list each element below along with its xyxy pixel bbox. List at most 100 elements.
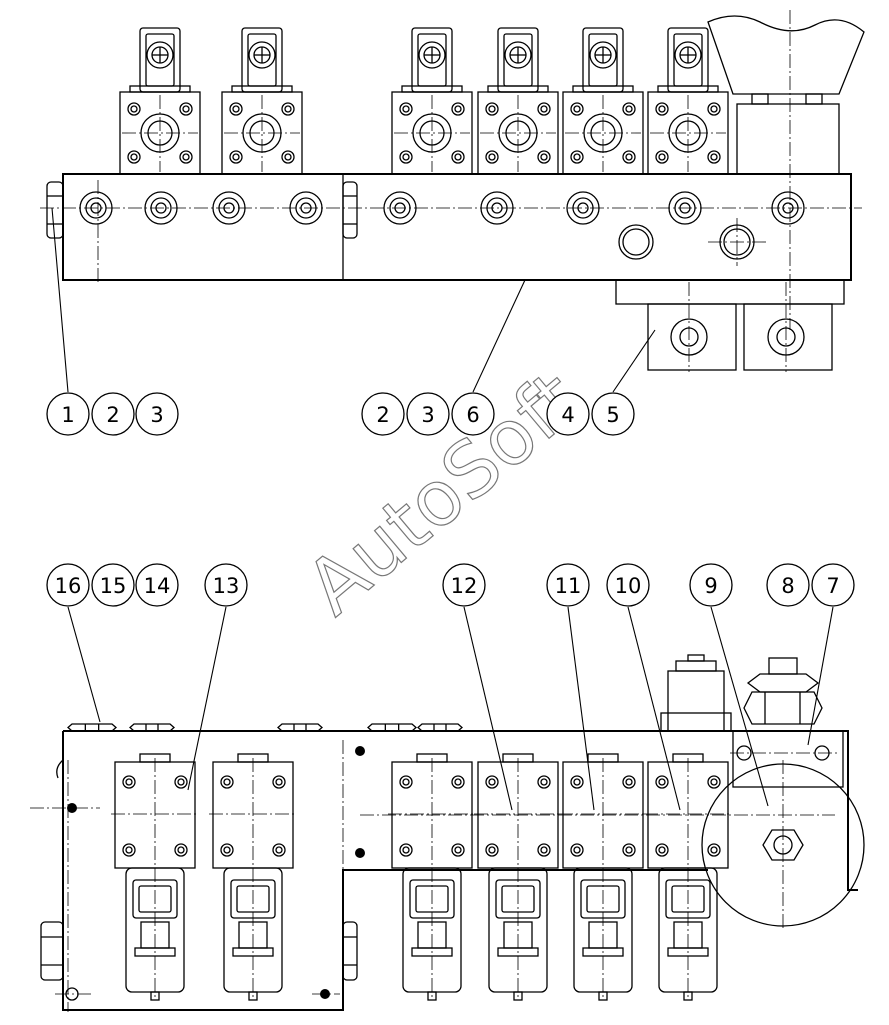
callout-label: 6 bbox=[466, 403, 479, 427]
bottom-valve-4 bbox=[474, 753, 562, 1001]
top-wavy-cover bbox=[707, 15, 865, 95]
bottom-nut-2 bbox=[129, 723, 175, 732]
callout-9: 16 bbox=[46, 563, 90, 607]
bottom-nut-group bbox=[56, 723, 463, 779]
callout-13: 12 bbox=[442, 563, 486, 607]
top-valve-3 bbox=[391, 27, 473, 175]
bottom-dowel-b bbox=[355, 746, 365, 756]
callout-bubble bbox=[361, 392, 405, 436]
callout-bubble bbox=[811, 563, 855, 607]
hex-fitting-cap bbox=[768, 657, 798, 675]
callout-4: 2 bbox=[361, 392, 405, 436]
bottom-mid-plug bbox=[342, 921, 358, 981]
callout-label: 3 bbox=[150, 403, 163, 427]
callout-leader-1 bbox=[51, 207, 69, 393]
top-left-plug bbox=[46, 181, 64, 239]
bottom-dowel-c bbox=[355, 848, 365, 858]
callout-bubble bbox=[406, 392, 450, 436]
callout-14: 11 bbox=[546, 563, 590, 607]
top-valve-4 bbox=[477, 27, 559, 175]
top-port-6 bbox=[480, 191, 514, 225]
bottom-nut-5 bbox=[417, 723, 463, 732]
top-manifold-body bbox=[62, 173, 852, 281]
top-valve-5 bbox=[562, 27, 644, 175]
callout-label: 14 bbox=[144, 574, 171, 598]
callout-leader-2 bbox=[472, 279, 526, 393]
callout-18: 7 bbox=[811, 563, 855, 607]
callout-15: 10 bbox=[606, 563, 650, 607]
bottom-valve-2 bbox=[209, 753, 297, 1001]
bottom-valve-3 bbox=[388, 753, 476, 1001]
bottom-nut-1 bbox=[67, 723, 117, 732]
callout-bubble bbox=[204, 563, 248, 607]
top-mid-plug bbox=[342, 181, 358, 239]
callout-label: 2 bbox=[376, 403, 389, 427]
callout-bubble bbox=[46, 563, 90, 607]
callout-label: 13 bbox=[213, 574, 240, 598]
callout-leader-7 bbox=[567, 606, 595, 811]
top-port-5 bbox=[383, 191, 417, 225]
bottom-valve-group bbox=[111, 753, 732, 1001]
callout-bubble bbox=[451, 392, 495, 436]
top-valve-2 bbox=[221, 27, 303, 175]
callout-bubble bbox=[689, 563, 733, 607]
callout-leader-5 bbox=[187, 606, 227, 791]
callout-12: 13 bbox=[204, 563, 248, 607]
top-view bbox=[40, 10, 865, 372]
callout-bubble bbox=[442, 563, 486, 607]
callout-7: 4 bbox=[546, 392, 590, 436]
callout-leader-3 bbox=[612, 329, 656, 393]
callout-10: 15 bbox=[91, 563, 135, 607]
callout-label: 9 bbox=[704, 574, 717, 598]
callout-leader-6 bbox=[463, 606, 513, 811]
callout-bubble bbox=[546, 563, 590, 607]
top-port-3 bbox=[212, 191, 246, 225]
callout-bubble bbox=[546, 392, 590, 436]
callout-label: 15 bbox=[100, 574, 127, 598]
bottom-valve-5 bbox=[559, 753, 647, 1001]
callout-leader-9 bbox=[710, 606, 769, 807]
pressure-switch-body bbox=[667, 670, 725, 732]
top-port-9 bbox=[771, 191, 805, 225]
callout-bubble bbox=[46, 392, 90, 436]
callout-label: 4 bbox=[561, 403, 574, 427]
callout-bubble bbox=[766, 563, 810, 607]
callout-label: 1 bbox=[61, 403, 74, 427]
top-mount-plate bbox=[615, 279, 845, 305]
callout-label: 2 bbox=[106, 403, 119, 427]
callout-label: 5 bbox=[606, 403, 619, 427]
top-port-8 bbox=[668, 191, 702, 225]
bottom-view bbox=[30, 654, 865, 1012]
callout-label: 8 bbox=[781, 574, 794, 598]
callout-3: 3 bbox=[135, 392, 179, 436]
callout-17: 8 bbox=[766, 563, 810, 607]
callout-leader-10 bbox=[807, 606, 834, 746]
callout-label: 12 bbox=[451, 574, 478, 598]
bottom-dowel-a bbox=[67, 803, 77, 813]
callout-label: 3 bbox=[421, 403, 434, 427]
bottom-nut-4 bbox=[367, 723, 417, 732]
callout-2: 2 bbox=[91, 392, 135, 436]
bottom-valve-1 bbox=[111, 753, 199, 1001]
callout-leader-4 bbox=[67, 606, 101, 723]
callout-5: 3 bbox=[406, 392, 450, 436]
top-valve-group bbox=[119, 27, 729, 175]
callout-leader-8 bbox=[627, 606, 681, 811]
top-mount-block-b bbox=[743, 303, 833, 371]
callout-label: 16 bbox=[55, 574, 82, 598]
callout-bubble bbox=[91, 563, 135, 607]
bottom-left-plug bbox=[40, 921, 64, 981]
right-mount-block bbox=[732, 730, 844, 788]
callout-bubble bbox=[606, 563, 650, 607]
callout-bubble bbox=[135, 392, 179, 436]
callout-11: 14 bbox=[135, 563, 179, 607]
top-port-1 bbox=[79, 191, 113, 225]
callout-label: 11 bbox=[555, 574, 582, 598]
top-right-block bbox=[736, 103, 840, 175]
top-plug-a bbox=[618, 224, 654, 260]
callout-label: 10 bbox=[615, 574, 642, 598]
callout-1: 1 bbox=[46, 392, 90, 436]
callout-bubble bbox=[91, 392, 135, 436]
